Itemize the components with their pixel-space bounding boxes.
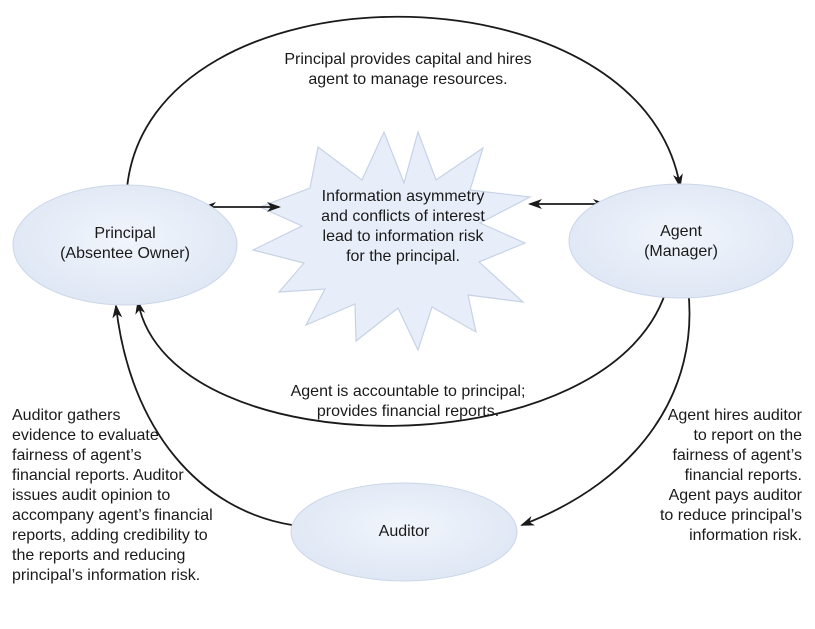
left-label-line: reports, adding credibility to bbox=[12, 527, 208, 544]
burst-line: for the principal. bbox=[346, 248, 460, 265]
right-label-line: financial reports. bbox=[684, 467, 802, 484]
label-auditor-gathers-evidence: Auditor gathers evidence to evaluate fai… bbox=[12, 406, 252, 586]
right-label-line: Agent hires auditor bbox=[667, 407, 802, 424]
left-label-line: evidence to evaluate bbox=[12, 427, 159, 444]
agent-title: Agent bbox=[660, 223, 702, 240]
label-agent-accountable: Agent is accountable to principal; provi… bbox=[258, 382, 558, 422]
label-principal-provides-capital: Principal provides capital and hires age… bbox=[258, 50, 558, 90]
right-label-line: Agent pays auditor bbox=[668, 487, 802, 504]
arrow-agent-to-principal bbox=[135, 283, 669, 427]
left-label-line: principal’s information risk. bbox=[12, 567, 201, 584]
left-label-line: Auditor gathers bbox=[12, 407, 121, 424]
information-risk-burst bbox=[251, 130, 533, 352]
agent-node-text: Agent (Manager) bbox=[581, 222, 781, 262]
left-label-line: issues audit opinion to bbox=[12, 487, 171, 504]
left-label-line: the reports and reducing bbox=[12, 547, 186, 564]
burst-line: Information asymmetry bbox=[321, 188, 485, 205]
arrow-auditor-to-principal bbox=[112, 304, 293, 526]
arrow-agent-to-auditor bbox=[520, 287, 691, 526]
left-label-line: financial reports. Auditor bbox=[12, 467, 184, 484]
right-label-line: fairness of agent’s bbox=[672, 447, 802, 464]
burst-line: and conflicts of interest bbox=[321, 208, 485, 225]
arrow-principal-to-agent bbox=[126, 16, 683, 189]
principal-title: Principal bbox=[94, 225, 156, 242]
principal-subtitle: (Absentee Owner) bbox=[60, 245, 190, 262]
agent-subtitle: (Manager) bbox=[644, 243, 718, 260]
principal-node bbox=[12, 184, 238, 306]
left-label-line: accompany agent’s financial bbox=[12, 507, 213, 524]
agent-node bbox=[568, 183, 794, 299]
auditor-node-text: Auditor bbox=[304, 522, 504, 542]
right-label-line: information risk. bbox=[689, 527, 802, 544]
right-label-line: to report on the bbox=[693, 427, 802, 444]
right-label-line: to reduce principal’s bbox=[659, 507, 802, 524]
burst-text: Information asymmetry and conflicts of i… bbox=[298, 187, 508, 267]
auditor-node bbox=[290, 482, 518, 582]
middle-label-line: provides financial reports. bbox=[316, 403, 500, 420]
burst-line: lead to information risk bbox=[322, 228, 484, 245]
top-label-line: Principal provides capital and hires bbox=[284, 51, 532, 68]
left-label-line: fairness of agent’s bbox=[12, 447, 142, 464]
top-label-line: agent to manage resources. bbox=[308, 71, 508, 88]
auditor-title: Auditor bbox=[378, 523, 430, 540]
principal-node-text: Principal (Absentee Owner) bbox=[25, 224, 225, 264]
label-agent-hires-auditor: Agent hires auditor to report on the fai… bbox=[600, 406, 802, 546]
middle-label-line: Agent is accountable to principal; bbox=[290, 383, 526, 400]
